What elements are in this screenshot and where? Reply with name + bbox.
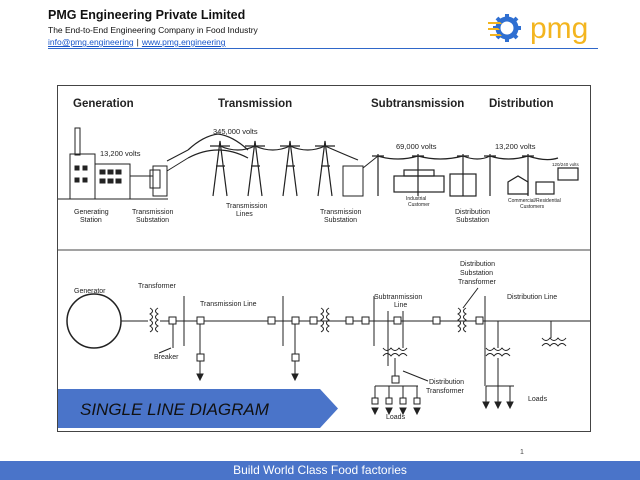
caption-transmission-lines-2: Lines <box>236 211 253 218</box>
sld-label-distribution-transformer-2: Transformer <box>426 388 465 395</box>
sld-label-dist-sub-transformer-1: Distribution <box>460 261 495 268</box>
page-number: 1 <box>520 449 524 456</box>
caption-transmission-substation-2a: Transmission <box>320 209 361 216</box>
logo-wordmark: pmg <box>530 12 588 45</box>
heading-generation: Generation <box>73 98 134 110</box>
sld-label-generator: Generator <box>74 288 106 295</box>
caption-transmission-lines-1: Transmission <box>226 203 267 210</box>
caption-commercial-residential-2: Customers <box>520 204 545 210</box>
sld-label-distribution-transformer-1: Distribution <box>429 379 464 386</box>
transmission-substation-2-illustration <box>342 155 379 197</box>
generator-symbol <box>66 293 122 349</box>
caption-generating-station-2: Station <box>80 217 102 224</box>
single-line-schematic <box>66 293 590 416</box>
sld-label-loads-right: Loads <box>528 396 548 403</box>
banner-arrow-shape <box>58 389 338 428</box>
voltage-label-subtransmission: 69,000 volts <box>396 142 437 151</box>
voltage-label-distribution: 13,200 volts <box>495 142 536 151</box>
subtransmission-illustration <box>372 154 491 196</box>
caption-industrial-customer-2: Customer <box>408 202 430 208</box>
company-tagline: The End-to-End Engineering Company in Fo… <box>48 25 258 35</box>
heading-distribution: Distribution <box>489 98 554 110</box>
sld-label-transformer: Transformer <box>138 283 177 290</box>
caption-distribution-substation-2: Substation <box>456 217 489 224</box>
sld-label-transmission-line: Transmission Line <box>200 301 257 308</box>
contact-links: info@pmg.engineering|www.pmg.engineering <box>48 37 608 48</box>
company-name: PMG Engineering Private Limited <box>48 8 246 22</box>
generating-station-illustration <box>58 127 168 200</box>
caption-distribution-substation-1: Distribution <box>455 209 490 216</box>
footer-bar: Build World Class Food factories <box>0 461 640 480</box>
banner-title: SINGLE LINE DIAGRAM <box>80 400 270 419</box>
single-line-diagram-banner: SINGLE LINE DIAGRAM <box>58 389 338 428</box>
caption-commercial-residential-1: Commercial/Residential <box>508 198 561 204</box>
heading-subtransmission: Subtransmission <box>371 98 464 110</box>
transmission-substation-1-illustration <box>152 149 189 197</box>
contact-separator: | <box>136 37 139 47</box>
annotation-arrows <box>158 287 479 382</box>
voltage-label-customer: 120/240 volts <box>552 162 580 167</box>
sld-label-subtransmission-line-1: Subtranmission <box>374 294 422 301</box>
caption-generating-station-1: Generating <box>74 209 109 216</box>
sld-label-dist-sub-transformer-2: Substation <box>460 270 493 277</box>
sld-label-dist-sub-transformer-3: Transformer <box>458 279 497 286</box>
slide-header: PMG Engineering Private Limited The End-… <box>48 8 608 48</box>
transformer-symbol-left <box>149 307 153 333</box>
caption-transmission-substation-2b: Substation <box>324 217 357 224</box>
breaker-symbol <box>168 316 177 325</box>
caption-industrial-customer-1: Industrial <box>406 196 426 202</box>
header-divider <box>48 48 598 49</box>
voltage-label-transmission: 345,000 volts <box>213 127 258 136</box>
sld-label-loads-left: Loads <box>386 414 406 421</box>
pmg-logo: pmg <box>488 8 603 46</box>
sld-label-distribution-line: Distribution Line <box>507 294 557 301</box>
email-link[interactable]: info@pmg.engineering <box>48 37 134 47</box>
caption-transmission-substation-1b: Substation <box>136 217 169 224</box>
voltage-label-generation: 13,200 volts <box>100 149 141 158</box>
website-link[interactable]: www.pmg.engineering <box>141 37 226 47</box>
heading-transmission: Transmission <box>218 98 292 110</box>
footer-text: Build World Class Food factories <box>233 463 407 477</box>
sld-label-subtransmission-line-2: Line <box>394 302 407 309</box>
caption-transmission-substation-1a: Transmission <box>132 209 173 216</box>
transmission-towers-illustration <box>187 133 359 197</box>
distribution-illustration <box>449 154 579 197</box>
power-system-diagram: Generation Transmission Subtransmission … <box>57 85 591 432</box>
sld-label-breaker: Breaker <box>154 354 179 361</box>
gear-icon <box>488 14 521 42</box>
